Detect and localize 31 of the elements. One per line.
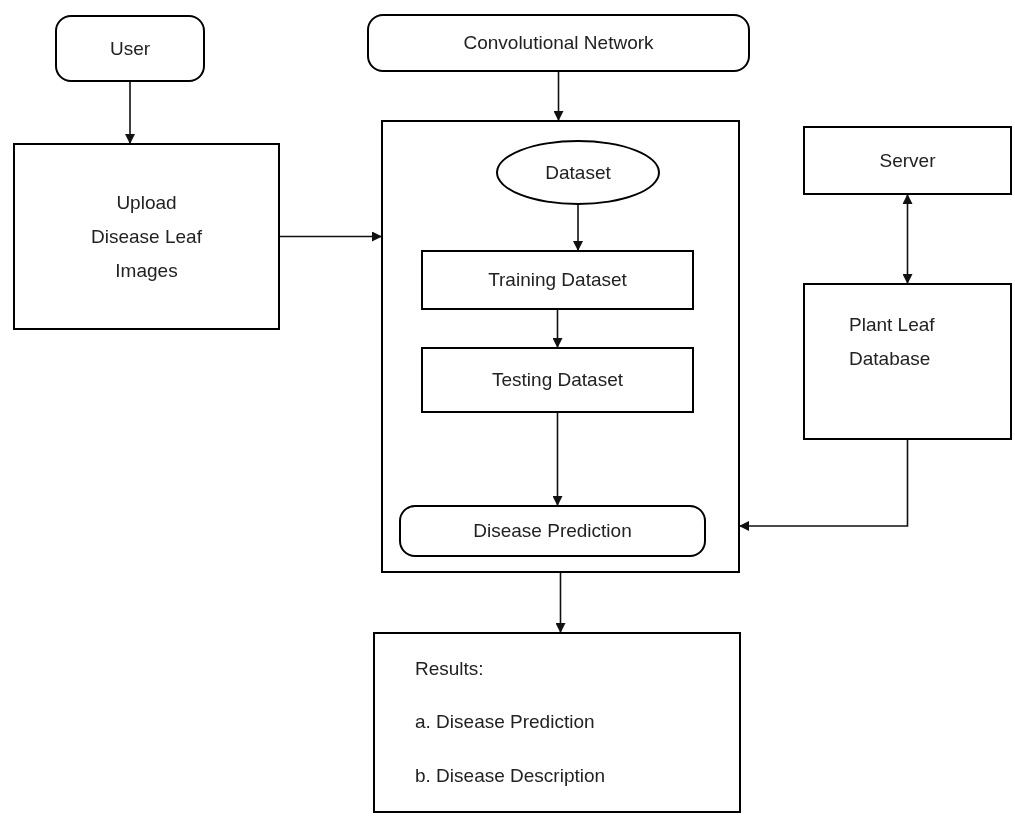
start-box [55, 15, 205, 82]
arrow [279, 231, 382, 242]
process-box [367, 14, 750, 72]
process-box [13, 143, 280, 330]
node-label: Server [879, 148, 936, 173]
process-box [421, 250, 694, 310]
process-box [421, 347, 694, 413]
node-label: Upload Disease Leaf Images [90, 190, 203, 283]
node-label: Training Dataset [488, 268, 627, 292]
server-box [803, 126, 1012, 195]
node-label: b. Disease Description [415, 764, 606, 789]
node-label: Plant Leaf Database [849, 312, 936, 371]
arrow [125, 81, 135, 144]
node-label: a. Disease Prediction [415, 710, 595, 735]
process-box [399, 505, 706, 557]
arrow [739, 439, 909, 531]
node-label: Results: [415, 656, 484, 681]
arrow [555, 572, 566, 633]
arrow [573, 204, 583, 251]
node-label: Disease Prediction [473, 519, 632, 543]
arrow [552, 412, 563, 506]
node-label: Testing Dataset [492, 368, 623, 392]
database-box [803, 283, 1012, 440]
container-box [381, 120, 740, 573]
arrow [552, 309, 563, 348]
arrow [902, 194, 913, 284]
node-label: User [109, 36, 151, 61]
arrow [553, 71, 564, 121]
results-box [373, 632, 741, 813]
node-label: Dataset [545, 160, 611, 185]
node-label: Convolutional Network [463, 31, 654, 55]
